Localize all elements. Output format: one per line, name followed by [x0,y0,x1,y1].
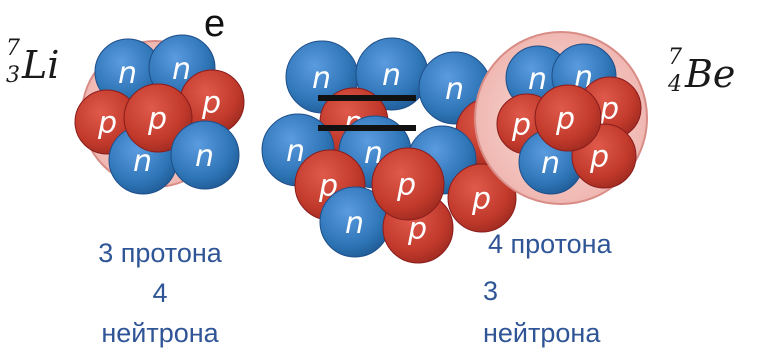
svg-text:n: n [541,146,560,181]
neutron: n [170,120,240,190]
svg-text:p: p [147,102,167,137]
svg-text:n: n [382,58,401,93]
be-symbol: 7 4 Be [667,45,735,97]
be-caption: 4 протона 3 нейтрона [483,229,613,348]
svg-text:n: n [445,72,464,107]
svg-text:n: n [133,144,152,179]
svg-text:n: n [312,61,331,96]
svg-text:n: n [528,62,547,97]
proton: p [447,163,517,233]
proton: p [123,83,193,153]
svg-text:n: n [118,56,137,91]
middle-cluster: n n n p n n p p n p p [261,37,525,264]
svg-text:p: p [471,182,491,217]
equals-sign [318,95,416,131]
svg-text:p: p [589,140,609,175]
proton: p [371,147,445,221]
be-caption-protons: 4 протона [488,229,613,259]
svg-text:p: p [511,108,531,143]
svg-text:n: n [364,136,383,171]
svg-text:p: p [201,86,221,121]
be-atomic-number: 4 [667,72,682,97]
li-mass-number: 7 [6,36,20,61]
svg-text:p: p [396,168,416,203]
svg-text:n: n [286,134,305,169]
proton: p [534,84,602,152]
svg-text:p: p [97,106,117,141]
svg-text:n: n [195,139,214,174]
proton: p [179,69,245,135]
li-atomic-number: 3 [6,63,20,88]
li-element: Li [21,43,59,87]
svg-text:p: p [599,92,619,127]
be-nucleus: n n p p n p p [474,31,648,205]
li-caption-count: 4 [152,278,167,308]
li-caption-neutrons: нейтрона [101,318,219,348]
be-mass-number: 7 [668,45,682,70]
li-symbol: 7 3 Li [6,36,59,88]
be-element: Be [684,52,735,96]
svg-text:p: p [407,212,427,247]
neutron: n [319,186,391,258]
li-caption-protons: 3 протона [98,238,223,268]
be-caption-neutrons: нейтрона [483,318,601,348]
svg-text:n: n [172,52,191,87]
svg-text:n: n [345,206,364,241]
electron-label: e [204,3,225,45]
li-nucleus: n n p p n p n [74,34,245,195]
li-caption: 3 протона 4 нейтрона [98,238,223,348]
be-caption-count: 3 [483,276,498,306]
svg-text:p: p [555,102,575,137]
